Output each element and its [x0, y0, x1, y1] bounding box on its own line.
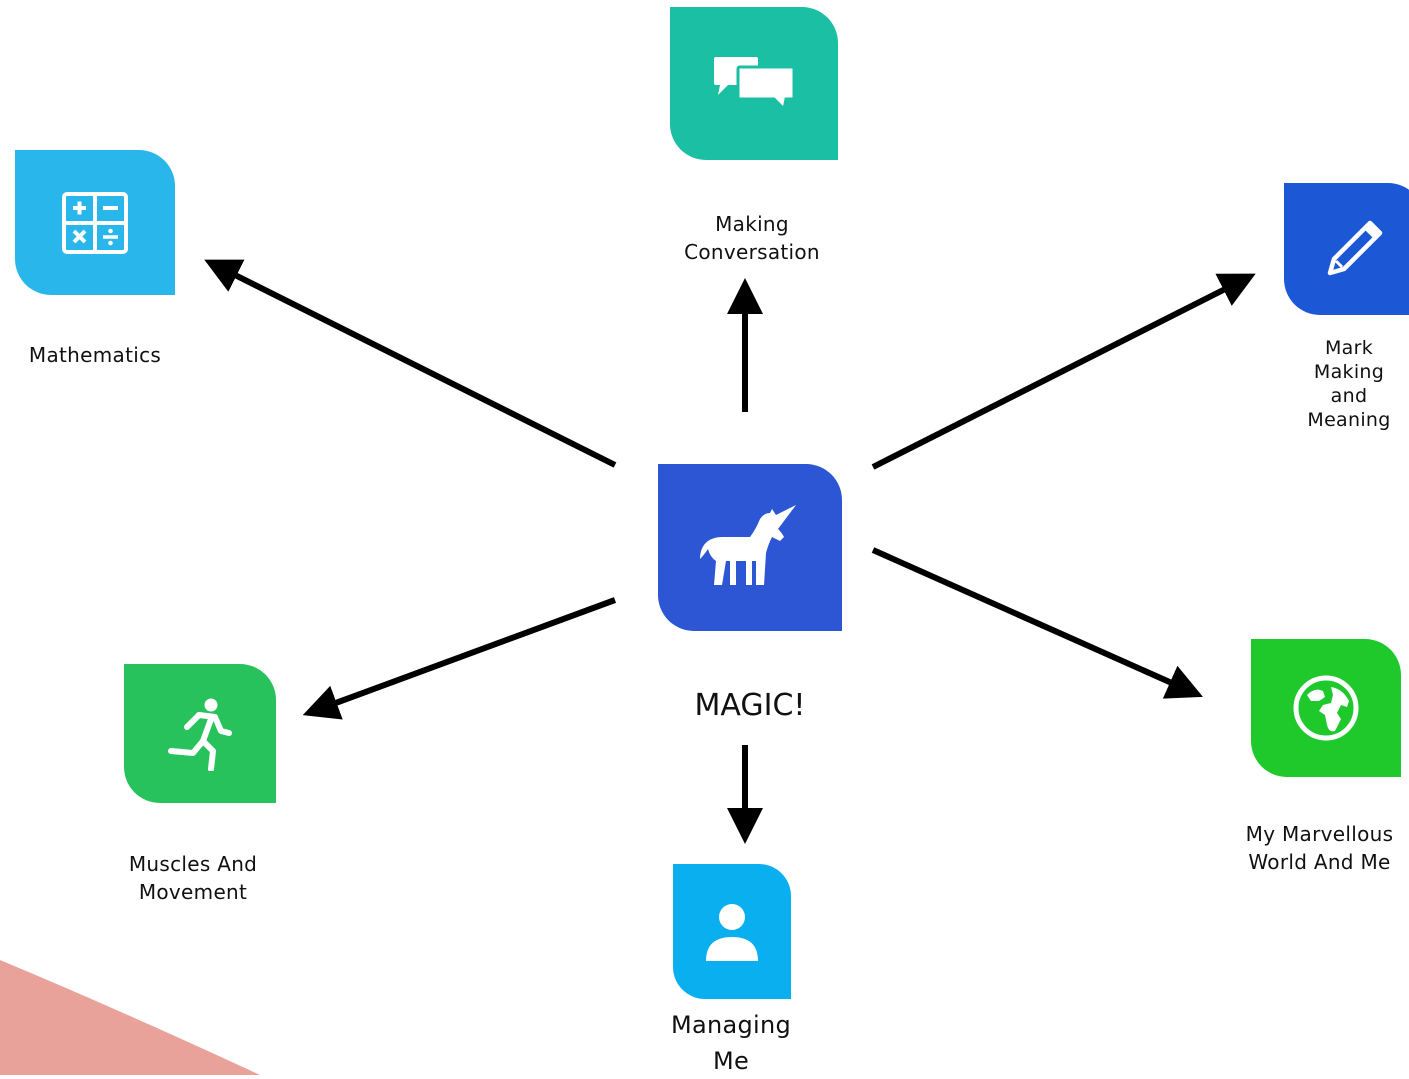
making-conversation-tile[interactable] — [670, 7, 838, 160]
mathematics-label: Mathematics — [28, 343, 162, 367]
person-icon — [704, 901, 760, 963]
mark-making-label: Mark Making and Meaning — [1307, 337, 1391, 431]
calculator-icon — [61, 191, 129, 255]
arrow-to-mathematics — [204, 259, 617, 468]
muscles-movement-tile[interactable] — [124, 664, 276, 803]
globe-icon — [1291, 673, 1361, 743]
magic-center-label: MAGIC! — [694, 688, 806, 723]
muscles-movement-label: Muscles And Movement — [128, 852, 258, 904]
making-conversation-label: Making Conversation — [684, 212, 820, 264]
arrow-to-marvellous-world — [871, 547, 1203, 699]
pencil-icon — [1322, 217, 1386, 281]
mark-making-tile[interactable] — [1284, 183, 1409, 315]
mathematics-tile[interactable] — [15, 150, 175, 295]
running-person-icon — [163, 697, 237, 771]
magic-center-tile[interactable] — [658, 464, 842, 631]
arrow-to-muscles-movement — [302, 597, 617, 720]
arrow-to-mark-making — [871, 273, 1256, 470]
chat-bubbles-icon — [712, 55, 796, 113]
unicorn-icon — [698, 503, 802, 593]
managing-me-label: Managing Me — [670, 1011, 792, 1075]
marvellous-world-label: My Marvellous World And Me — [1245, 822, 1394, 874]
marvellous-world-tile[interactable] — [1251, 639, 1401, 777]
managing-me-tile[interactable] — [673, 864, 791, 999]
